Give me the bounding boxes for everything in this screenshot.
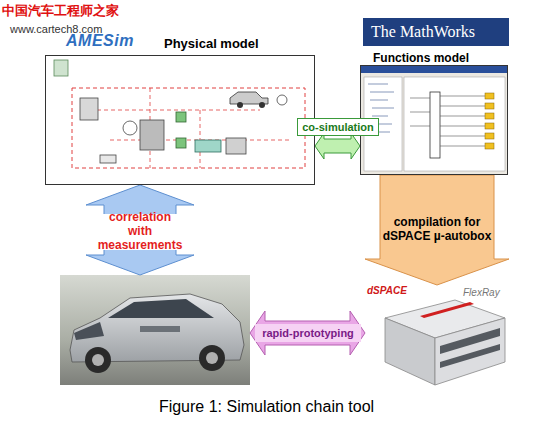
- port-block: [485, 143, 494, 149]
- window-titlebar: [361, 66, 507, 73]
- arrow-label: compilation for dSPACE µ-autobox: [382, 206, 492, 254]
- valve-symbol: [176, 112, 186, 122]
- car-windshield: [74, 322, 104, 340]
- device-side: [385, 318, 435, 385]
- port-block: [485, 133, 494, 139]
- port-block: [485, 93, 494, 99]
- engine-symbol: [140, 120, 164, 150]
- logo-text: FlexRay: [463, 287, 500, 298]
- car-photo: [60, 275, 250, 385]
- model-panel: AMESimPhysical model: [45, 55, 315, 185]
- dspace-device: [385, 300, 505, 385]
- block-arrow: [315, 133, 360, 159]
- car-decal: [140, 326, 180, 332]
- model-canvas: [404, 77, 505, 171]
- arrow-label: co-simulation: [297, 118, 379, 136]
- car-wheel: [85, 347, 111, 373]
- car-wheel: [206, 352, 218, 364]
- block-arrow: [86, 185, 194, 275]
- device-front: [435, 318, 505, 385]
- window-frame: [361, 66, 507, 174]
- watermark: www.cartech8.com: [10, 23, 102, 35]
- car-icon: [237, 102, 243, 108]
- panel-background: [46, 56, 314, 184]
- hardware-box: dSPACE FlexRay: [365, 285, 510, 390]
- dashed-wire: [72, 88, 305, 168]
- amesim-sketch: [46, 56, 314, 184]
- arrow-label: rapid-prototyping: [255, 324, 361, 342]
- component-symbol: [80, 98, 98, 120]
- component-symbol: [123, 121, 137, 135]
- port-blocks: [485, 93, 494, 149]
- watermark: 中国汽车工程师之家: [2, 2, 119, 20]
- port-block: [485, 123, 494, 129]
- model-panel: The MathWorksFunctions model: [360, 65, 508, 175]
- component-symbol: [277, 95, 287, 105]
- car-wheel: [199, 345, 225, 371]
- device-stripe: [420, 302, 474, 318]
- dashed-wire: [90, 88, 290, 168]
- panel-heading: Physical model: [164, 36, 259, 51]
- panel-heading: Functions model: [373, 51, 469, 65]
- signal-lines: [410, 96, 485, 146]
- car-icon: [259, 102, 265, 108]
- port-block: [485, 113, 494, 119]
- component-symbol: [226, 138, 246, 154]
- logo-text: The MathWorks: [363, 18, 509, 46]
- simulink-sketch: [361, 66, 507, 174]
- sketch-icon: [54, 60, 68, 76]
- block-arrow: [365, 175, 509, 285]
- car-wheel: [92, 354, 104, 366]
- logo-text: dSPACE: [367, 285, 407, 296]
- arrow-label: correlation with measurements: [100, 214, 180, 250]
- port-block: [485, 103, 494, 109]
- component-symbol: [195, 140, 221, 152]
- device-connector: [440, 344, 500, 368]
- vehicle-photo: [60, 275, 250, 385]
- figure-caption: Figure 1: Simulation chain tool: [0, 398, 533, 416]
- photo-background: [60, 275, 250, 385]
- subsystem-block: [430, 92, 440, 158]
- block-arrow: [250, 311, 365, 355]
- valve-symbol: [176, 138, 186, 148]
- component-symbol: [100, 155, 116, 163]
- car-window: [108, 299, 214, 318]
